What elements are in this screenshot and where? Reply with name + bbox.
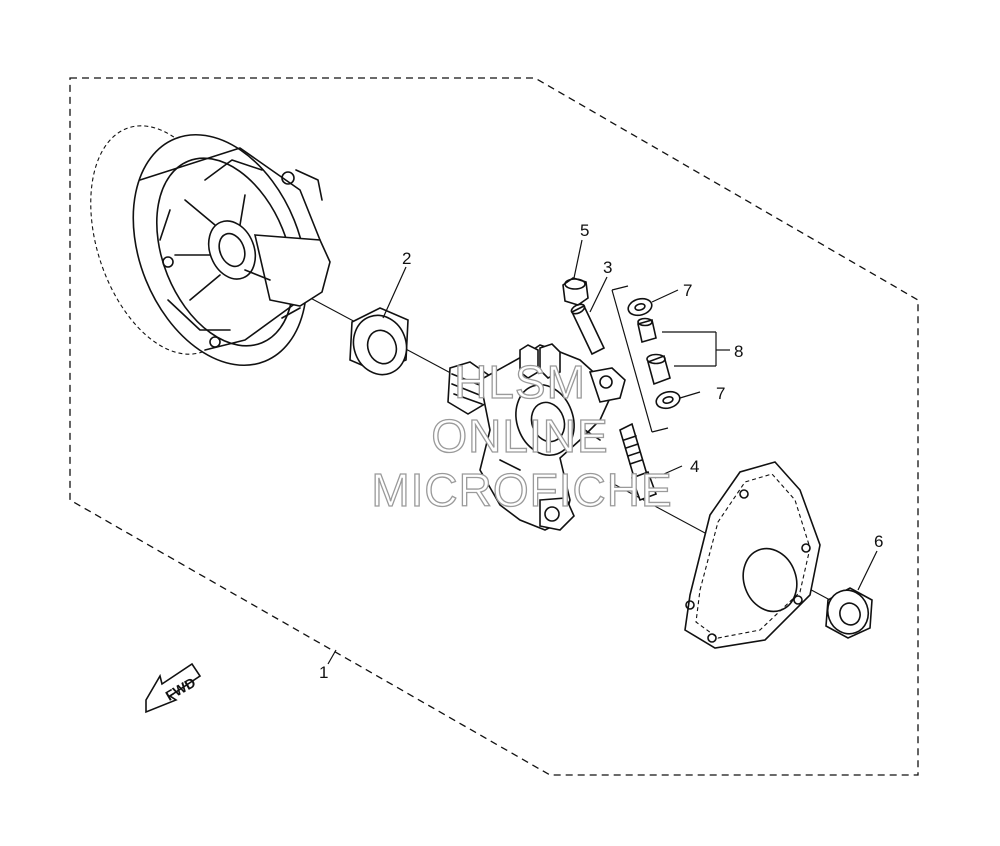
primary-sheave: [90, 125, 331, 367]
callout-7-upper: 7: [683, 281, 692, 300]
watermark: HLSM ONLINE MICROFICHE: [371, 355, 673, 516]
callout-8: 8: [734, 342, 743, 361]
callout-1: 1: [319, 663, 328, 682]
rear-cover-plate: [684, 461, 821, 649]
spider-assembly: [447, 343, 626, 531]
callout-2: 2: [402, 249, 411, 268]
bushing-part-2: [349, 307, 409, 376]
callout-5: 5: [580, 221, 589, 240]
callout-4: 4: [690, 457, 699, 476]
callouts: 1 2 3 4 5 6 7 7 8: [319, 221, 883, 682]
bushing-part-6: [825, 587, 873, 639]
watermark-line-1: HLSM: [454, 356, 586, 408]
watermark-line-3: MICROFICHE: [371, 464, 672, 516]
bolt-part-4: [619, 422, 658, 502]
nut-part-5: [562, 277, 589, 306]
callout-6: 6: [874, 532, 883, 551]
pin-part-3: [570, 303, 606, 356]
watermark-line-2: ONLINE: [431, 410, 608, 462]
roller-set: [611, 285, 681, 433]
leader-lines: [327, 239, 878, 665]
callout-3: 3: [603, 258, 612, 277]
assembly-boundary: [69, 77, 919, 776]
callout-7-lower: 7: [716, 384, 725, 403]
fwd-direction-arrow: FWD: [145, 662, 202, 714]
